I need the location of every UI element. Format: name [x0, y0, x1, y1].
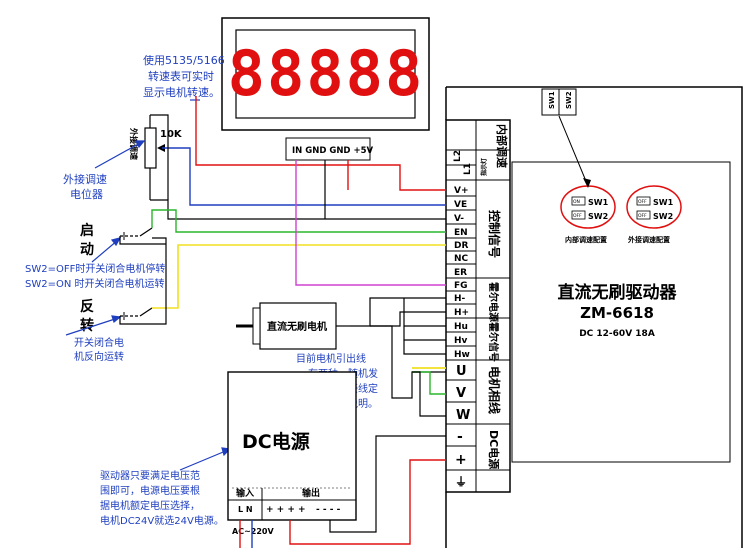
driver-outline [445, 86, 743, 548]
speed-display: 88888 [221, 17, 430, 131]
display-pins: IN GND GND +5V [292, 146, 373, 156]
internal-sw1-label: SW1 [588, 198, 609, 207]
psu-input-label: 输入 [236, 487, 254, 499]
reverse-switch [120, 307, 153, 320]
pot-value: 10K [160, 129, 183, 140]
psu-ac-label: AC~220V [232, 527, 274, 536]
psu-note-4: 电机DC24V就选24V电源。 [100, 514, 224, 527]
start-label-1: 启 [80, 222, 94, 239]
potentiometer [144, 115, 165, 200]
display-note-3: 显示电机转速。 [143, 85, 220, 99]
callout-arrows [65, 99, 232, 471]
terminal-h-minus: H- [454, 294, 466, 304]
terminal-hu: Hu [454, 322, 468, 332]
display-note-2: 转速表可实时 [148, 69, 214, 83]
terminal-nc: NC [454, 254, 469, 264]
display-note-1: 使用5135/5166 [143, 54, 225, 67]
terminal-fg: FG [454, 281, 468, 291]
reverse-note-1: 开关闭合电 [74, 336, 124, 349]
pot-caption-1: 外接调速 [63, 173, 107, 186]
external-sw1-label: SW1 [653, 198, 674, 207]
indicator-label: 指示灯 [480, 158, 488, 176]
pot-caption-2: 电位器 [70, 187, 103, 201]
external-sw2-label: SW2 [653, 212, 673, 221]
display-digits: 88888 [228, 37, 425, 110]
driver-model: ZM-6618 [580, 304, 654, 322]
section-hall-signal: 霍尔信号 [487, 322, 500, 362]
internal-sw2-label: SW2 [588, 212, 608, 221]
start-label-2: 动 [80, 241, 94, 258]
terminal-dc-minus: - [457, 429, 463, 445]
terminal-vplus: V+ [454, 186, 469, 196]
terminal-u: U [456, 364, 467, 379]
motor [236, 302, 350, 350]
psu-output-label: 输出 [302, 487, 320, 499]
driver-title: 直流无刷驱动器 [558, 282, 678, 303]
terminal-l1: L1 [463, 163, 473, 175]
psu-title: DC电源 [242, 430, 310, 453]
terminal-vminus: V- [454, 214, 464, 224]
terminal-h-plus: H+ [454, 308, 469, 318]
psu-input-pins: L N [238, 505, 253, 514]
config-internal-caption: 内部调速配置 [565, 235, 607, 244]
terminal-w: W [456, 408, 470, 423]
reverse-label-2: 转 [80, 317, 94, 334]
internal-sw2-state: OFF [573, 213, 582, 219]
terminal-l2: L2 [453, 150, 463, 162]
terminal-hv: Hv [454, 336, 468, 346]
terminal-ve: VE [454, 200, 467, 210]
psu-note-3: 据电机额定电压选择， [100, 499, 200, 512]
section-dc: DC电源 [487, 430, 501, 469]
sw-config-external: OFF OFF SW1 SW2 [626, 185, 682, 229]
terminal-er: ER [454, 268, 467, 278]
section-internal: 内部调速 [495, 124, 509, 168]
terminal-dividers [446, 120, 510, 492]
psu-note-1: 驱动器只要满足电压范 [100, 469, 200, 482]
section-hall-power: 霍尔电源 [487, 282, 500, 322]
start-note-2: SW2=ON 时开关闭合电机运转 [25, 277, 165, 290]
external-sw1-state: OFF [638, 199, 647, 205]
external-sw2-state: OFF [638, 213, 647, 219]
psu-note-2: 围即可，电源电压要根 [100, 484, 200, 497]
hall-wiring [350, 297, 446, 399]
ground-icon: ⏚ [455, 475, 467, 489]
terminal-dc-plus: + [455, 452, 467, 468]
config-external-caption: 外接调速配置 [628, 235, 670, 244]
driver-spec: DC 12-60V 18A [579, 329, 655, 339]
start-note-1: SW2=OFF时开关闭合电机停转 [25, 262, 165, 275]
terminal-v: V [456, 386, 466, 401]
dc-power-supply [227, 371, 357, 521]
reverse-note-2: 机反向运转 [74, 350, 124, 363]
motor-note-1: 目前电机引出线 [296, 352, 366, 365]
reverse-label-1: 反 [80, 298, 94, 315]
start-switch [120, 227, 153, 240]
pot-vertical-label: 外接调速 [129, 128, 139, 160]
section-phase: 电机相线 [487, 366, 502, 414]
section-control: 控制信号 [487, 210, 502, 258]
psu-output-minus: - - - - [316, 505, 341, 515]
terminal-en: EN [454, 228, 468, 238]
psu-output-plus: + + + + [266, 505, 306, 515]
sw1-header: SW1 [548, 91, 556, 109]
terminal-dr: DR [454, 241, 468, 251]
sw2-header: SW2 [565, 91, 573, 109]
motor-label: 直流无刷电机 [267, 320, 327, 333]
terminal-hw: Hw [454, 350, 470, 360]
internal-sw1-state: ON [573, 199, 580, 205]
